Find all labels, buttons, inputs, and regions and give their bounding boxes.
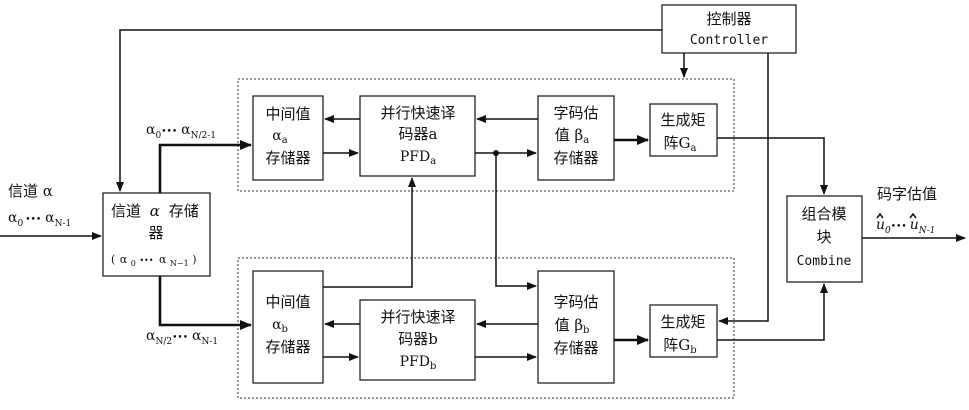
pfd-b-line3: PFD	[400, 354, 430, 370]
channel-store-block: 信道 α 存储 器 ( α 0 ••• α N−1 )	[103, 193, 210, 276]
mid-b-line1: 中间值	[265, 293, 310, 311]
mid-b-line3: 存储器	[265, 338, 310, 356]
input-sub0: 0	[17, 219, 23, 229]
channel-to-mid-b-line	[160, 276, 251, 325]
output-dots: •••	[891, 222, 907, 232]
channel-store-an: α	[159, 253, 167, 266]
gen-a-sub: a	[691, 143, 697, 154]
channel-store-dots: •••	[139, 256, 153, 265]
input-subn: N-1	[55, 219, 72, 229]
cw-b-line1: 字码估	[553, 293, 598, 311]
combine-line1: 组合模	[801, 205, 846, 223]
gen-a-line1: 生成矩	[660, 111, 705, 129]
codeword-a-block: 字码估 值 βa 存储器	[538, 96, 614, 180]
combine-line3: Combine	[797, 254, 852, 269]
svg-text:u0•••uN-1: u0•••uN-1	[876, 217, 935, 236]
gen-b-sub: b	[690, 345, 696, 356]
pfd-a-line1: 并行快速译	[380, 104, 455, 122]
channel-store-label-2: 器	[148, 224, 163, 242]
mid-a-block: 中间值 αa 存储器	[253, 96, 323, 180]
gen-b-line1: 生成矩	[660, 313, 705, 331]
pfd-b-line2: 码器b	[398, 330, 438, 348]
controller-block: 控制器 Controller	[662, 5, 796, 53]
gen-b-line2: 阵G	[663, 336, 690, 354]
output-u0: u	[876, 217, 885, 233]
pfd-a-line3: PFD	[400, 149, 430, 165]
svg-text:αN/2•••αN-1: αN/2•••αN-1	[146, 328, 218, 347]
upper-dots: •••	[161, 127, 177, 137]
combine-line2: 块	[816, 228, 831, 246]
input-title: 信道 α	[8, 182, 53, 200]
pfd-b-block: 并行快速译 码器b PFDb	[360, 300, 475, 380]
cw-b-line3: 存储器	[553, 339, 598, 357]
channel-store-alpha: α	[150, 202, 160, 220]
cw-b-sub: b	[583, 325, 589, 336]
channel-store-label-c: 存储	[169, 202, 199, 220]
output-un: u	[910, 217, 919, 233]
channel-store-paren-close: )	[192, 253, 196, 266]
input-dots: •••	[25, 215, 41, 225]
controller-en-label: Controller	[690, 33, 768, 48]
channel-store-sub0: 0	[131, 259, 136, 268]
channel-store-subn: N−1	[170, 259, 189, 268]
pfd-b-sub: b	[430, 361, 436, 372]
lower-dots: •••	[172, 333, 188, 343]
channel-store-label-a: 信道	[111, 202, 141, 220]
gen-a-line2: 阵G	[664, 134, 691, 152]
combine-block: 组合模 块 Combine	[787, 196, 862, 282]
channel-to-mid-a-line	[160, 145, 251, 193]
cw-b-beta: 值 β	[555, 316, 583, 334]
junction-to-cw-b	[496, 153, 536, 286]
channel-store-paren-open: (	[111, 253, 115, 266]
cw-a-line1: 字码估	[553, 104, 598, 122]
pfd-b-line1: 并行快速译	[380, 308, 455, 326]
mid-b-block: 中间值 αb 存储器	[253, 271, 323, 383]
upper-subn: N/2-1	[191, 131, 216, 141]
output-title: 码字估值	[877, 185, 937, 203]
controller-to-gen-b-line	[719, 53, 768, 321]
gen-a-to-combine	[717, 138, 824, 194]
gen-a-block: 生成矩 阵Ga	[650, 104, 717, 156]
cw-a-beta: 值 β	[555, 126, 583, 144]
pfd-a-block: 并行快速译 码器a PFDa	[360, 96, 475, 176]
output-un-sub: N-1	[918, 226, 936, 236]
lower-subn: N-1	[202, 337, 219, 347]
mid-b-to-pfd-a	[323, 178, 412, 287]
mid-a-line3: 存储器	[265, 149, 310, 167]
svg-text:α0•••αN-1: α0•••αN-1	[8, 210, 71, 229]
controller-cn-label: 控制器	[706, 10, 751, 28]
pfd-a-sub: a	[430, 156, 436, 167]
gen-b-to-combine	[717, 284, 824, 340]
lower-sub0: N/2	[155, 337, 172, 347]
cw-a-sub: a	[583, 135, 589, 146]
mid-a-line1: 中间值	[265, 105, 310, 123]
svg-text:信道 α: 信道 α	[8, 182, 53, 200]
codeword-b-block: 字码估 值 βb 存储器	[538, 271, 614, 383]
channel-store-a0: α	[120, 253, 128, 266]
svg-text:信道 α 存储: 信道 α 存储	[111, 202, 199, 220]
pfd-a-line2: 码器a	[399, 125, 438, 143]
cw-a-line3: 存储器	[553, 149, 598, 167]
mid-b-sub: b	[282, 324, 288, 335]
svg-text:α0•••αN/2-1: α0•••αN/2-1	[146, 122, 216, 141]
mid-a-sub: a	[282, 135, 288, 146]
gen-b-block: 生成矩 阵Gb	[650, 305, 717, 357]
